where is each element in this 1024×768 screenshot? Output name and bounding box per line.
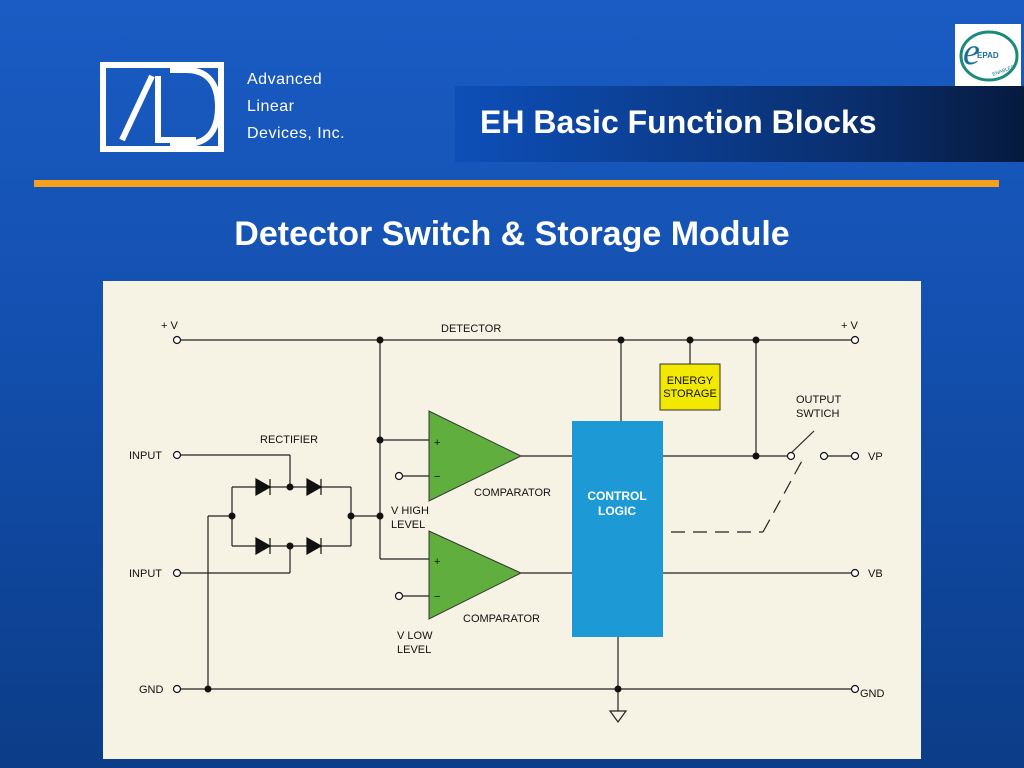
ald-logo (100, 62, 224, 152)
terminals (172, 335, 860, 694)
label-vplus-left: + V (161, 320, 178, 332)
label-vplus-right: + V (841, 320, 858, 332)
rectifier-diodes (255, 477, 323, 556)
badge-main-text: EPAD (977, 51, 999, 60)
comparator-high (428, 410, 523, 502)
epad-badge: e EPAD ENABLED (955, 24, 1021, 86)
label-vlow-2: LEVEL (397, 644, 431, 656)
label-vlow-1: V LOW (397, 630, 433, 642)
junction-dots (204, 336, 760, 693)
orange-divider (34, 180, 999, 187)
slide-subtitle: Detector Switch & Storage Module (234, 215, 790, 253)
energy-storage-line1: ENERGY (667, 375, 714, 387)
label-input-1: INPUT (129, 450, 162, 462)
label-vhigh-1: V HIGH (391, 505, 429, 517)
label-vp: VP (868, 451, 883, 463)
label-comparator-1: COMPARATOR (474, 487, 551, 499)
label-gnd-left: GND (139, 684, 164, 696)
comparator-low (428, 530, 523, 620)
company-line-2: Linear (247, 98, 295, 115)
circuit-svg: + − + − CONTROL LOGIC ENERGY STORAGE + V… (129, 320, 885, 724)
comp2-plus: + (434, 556, 440, 568)
label-output-switch-2: SWTICH (796, 408, 839, 420)
energy-storage-block (659, 363, 721, 411)
label-output-switch-1: OUTPUT (796, 394, 842, 406)
comp2-minus: − (434, 591, 440, 603)
label-vb: VB (868, 568, 883, 580)
label-detector: DETECTOR (441, 323, 501, 335)
control-logic-line1: CONTROL (587, 489, 646, 503)
control-logic-block (572, 421, 663, 637)
comp1-minus: − (434, 471, 440, 483)
label-rectifier: RECTIFIER (260, 434, 318, 446)
energy-storage-line2: STORAGE (663, 388, 717, 400)
label-input-2: INPUT (129, 568, 162, 580)
control-logic-line2: LOGIC (598, 504, 636, 518)
company-line-1: Advanced (247, 71, 323, 88)
page-title: EH Basic Function Blocks (480, 104, 877, 140)
svg-text:e: e (963, 31, 980, 73)
label-comparator-2: COMPARATOR (463, 613, 540, 625)
label-vhigh-2: LEVEL (391, 519, 425, 531)
company-name: Advanced Linear Devices, Inc. (247, 66, 345, 147)
comp1-plus: + (434, 437, 440, 449)
circuit-diagram: + − + − CONTROL LOGIC ENERGY STORAGE + V… (103, 281, 921, 759)
label-gnd-right: GND (860, 688, 885, 700)
title-bar (455, 86, 1024, 162)
company-line-3: Devices, Inc. (247, 125, 346, 142)
